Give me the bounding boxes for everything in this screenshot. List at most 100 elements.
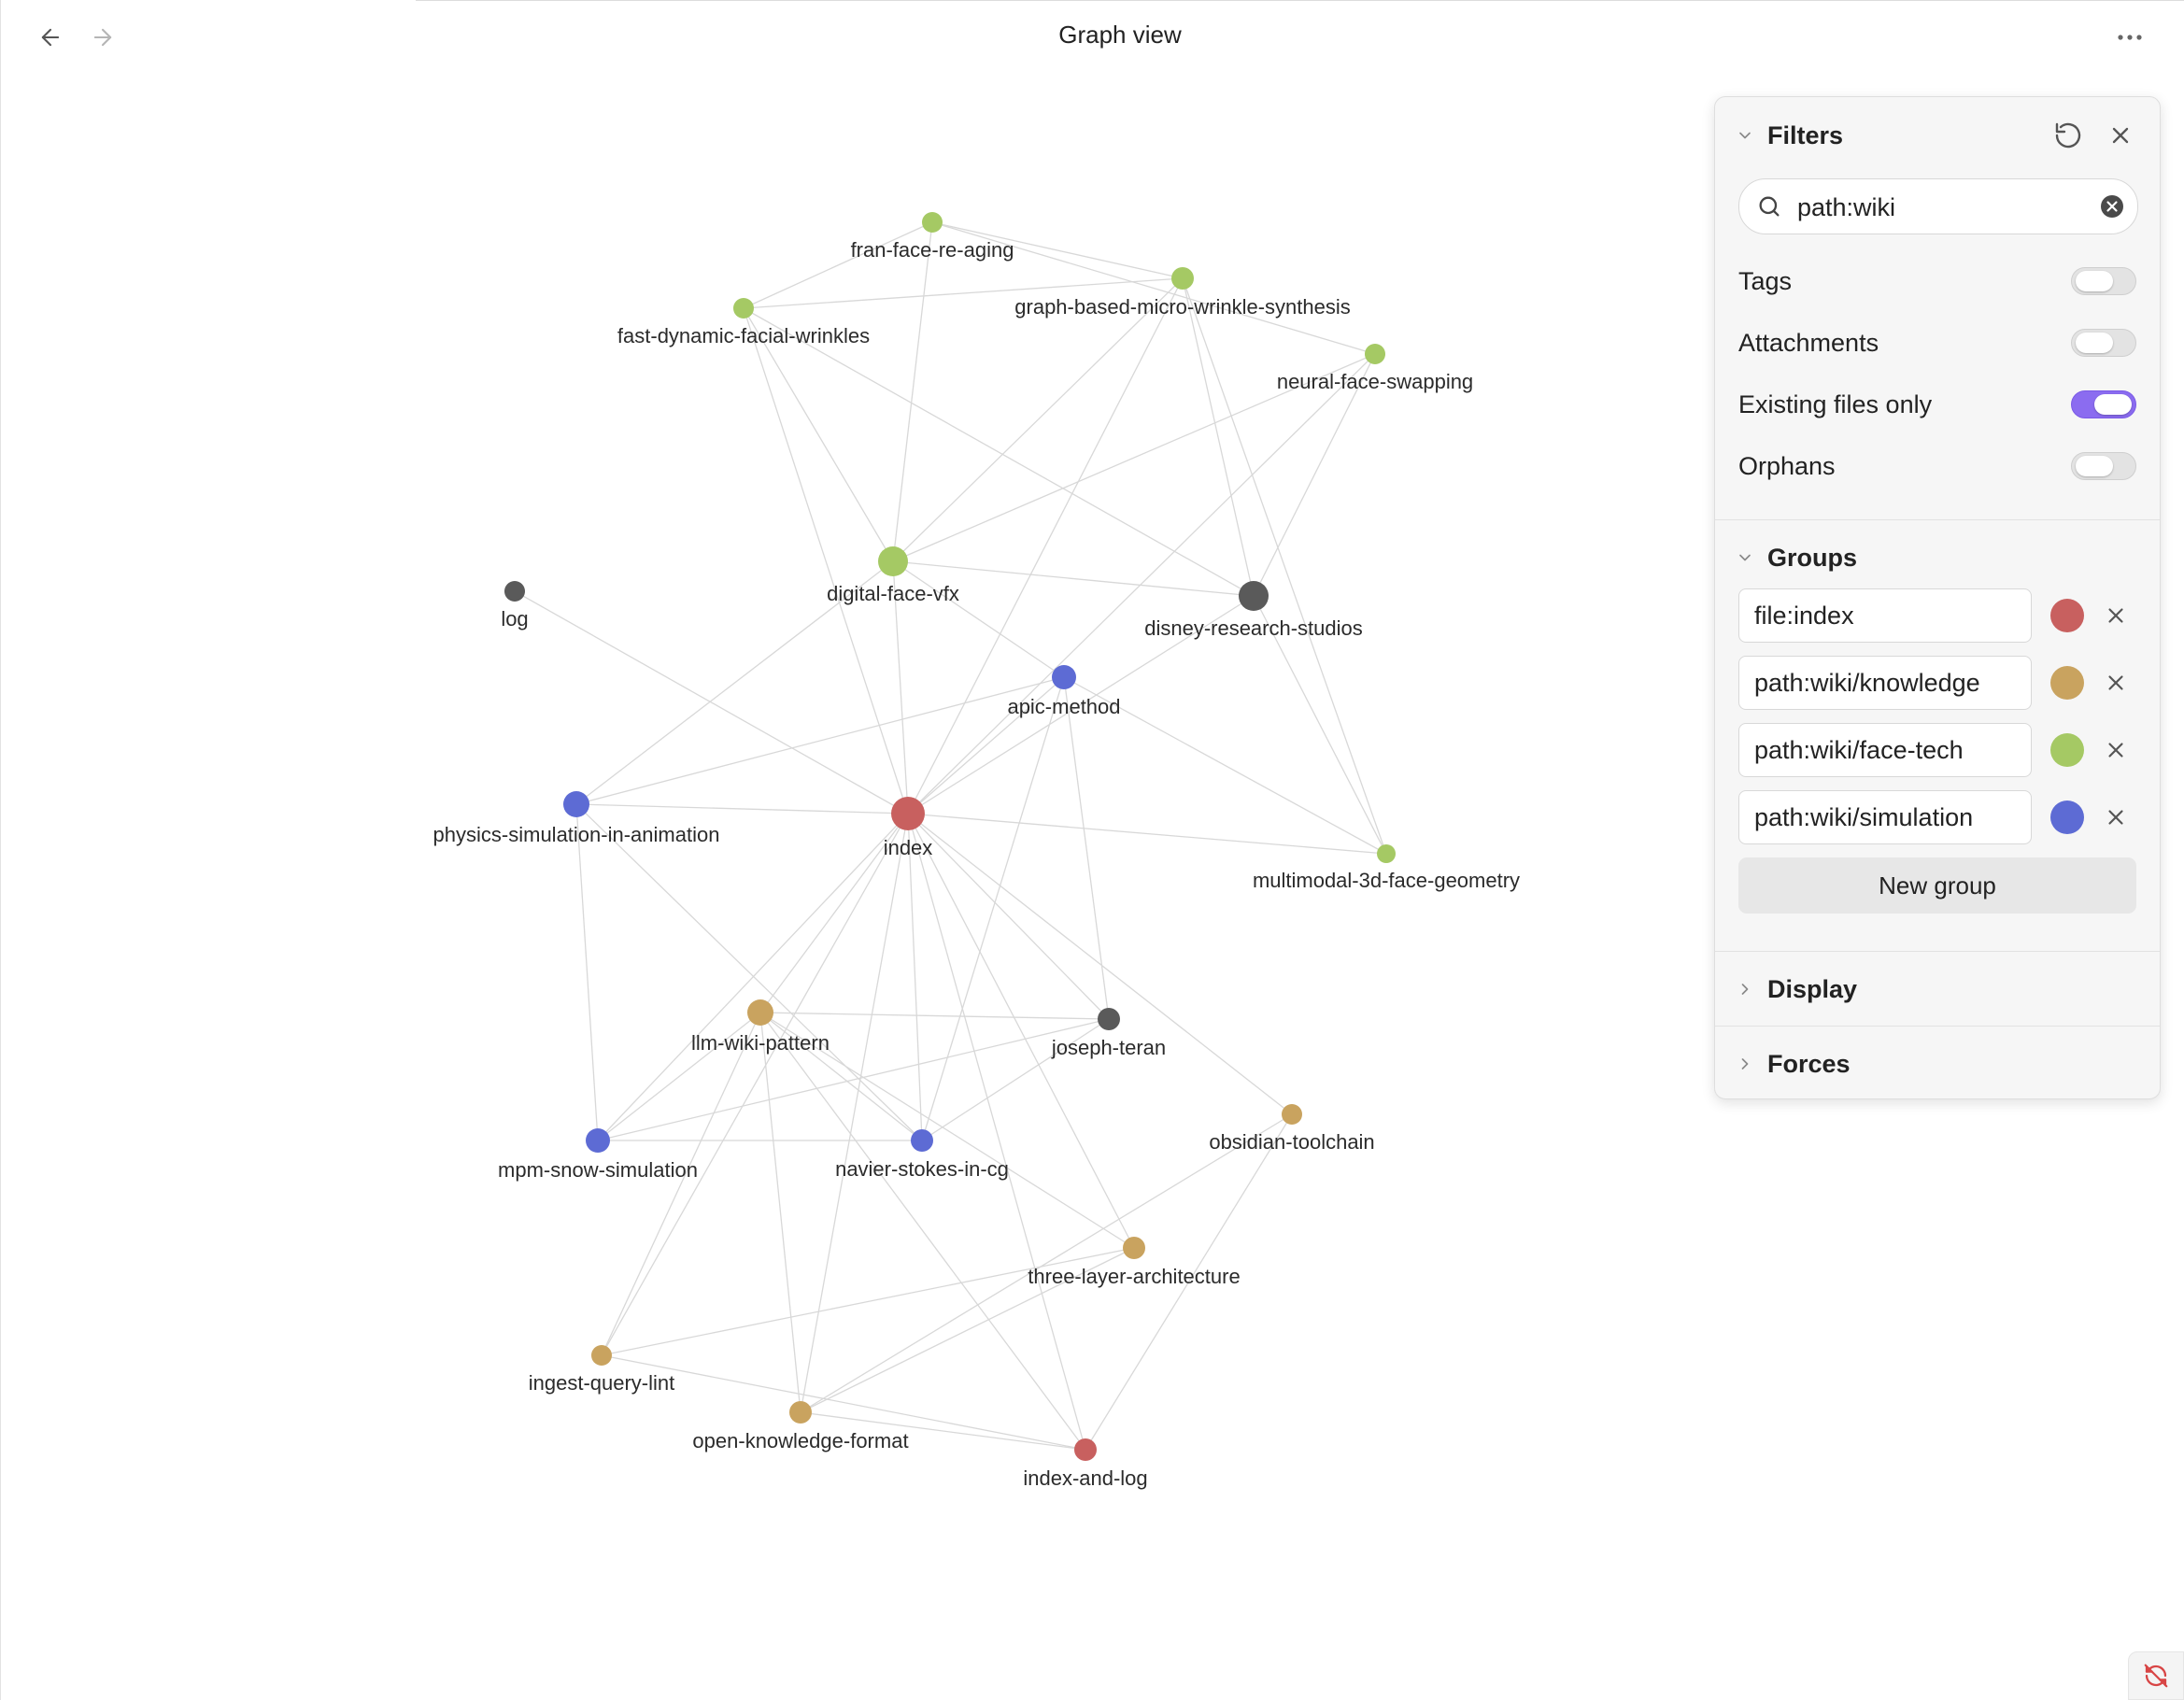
- graph-node-joseph-teran[interactable]: [1098, 1008, 1120, 1030]
- graph-node-index-and-log[interactable]: [1074, 1438, 1097, 1461]
- graph-edge: [597, 813, 909, 1141]
- graph-edge: [759, 813, 909, 1013]
- filter-search-input[interactable]: [1795, 188, 2079, 227]
- graph-node-label[interactable]: neural-face-swapping: [1277, 370, 1473, 393]
- graph-node-disney-research-studios[interactable]: [1239, 581, 1269, 611]
- graph-node-label[interactable]: index: [884, 836, 933, 859]
- graph-edge: [907, 353, 1376, 815]
- page-title: Graph view: [1058, 21, 1182, 49]
- graph-node-label[interactable]: index-and-log: [1023, 1466, 1147, 1490]
- forces-section-header[interactable]: Forces: [1715, 1043, 2160, 1084]
- graph-node-apic-method[interactable]: [1052, 665, 1076, 689]
- close-icon: [2108, 675, 2123, 690]
- graph-node-label[interactable]: fran-face-re-aging: [851, 238, 1014, 262]
- group-color-swatch[interactable]: [2050, 599, 2084, 632]
- graph-node-label[interactable]: open-knowledge-format: [692, 1429, 908, 1452]
- group-query-input[interactable]: [1738, 588, 2032, 643]
- graph-node-label[interactable]: graph-based-micro-wrinkle-synthesis: [1014, 295, 1350, 319]
- close-panel-button[interactable]: [2102, 117, 2139, 154]
- group-query-input[interactable]: [1738, 723, 2032, 777]
- orphans-toggle[interactable]: [2071, 452, 2136, 480]
- graph-edge: [921, 1018, 1110, 1141]
- toggle-label-existing-files: Existing files only: [1738, 390, 1933, 418]
- graph-node-label[interactable]: navier-stokes-in-cg: [835, 1157, 1009, 1181]
- new-group-button[interactable]: New group: [1738, 857, 2136, 914]
- graph-node-label[interactable]: joseph-teran: [1051, 1036, 1166, 1059]
- graph-node-multimodal-3d-face-geometry[interactable]: [1377, 844, 1396, 863]
- graph-edge: [907, 813, 1110, 1020]
- graph-edge: [575, 803, 923, 1141]
- graph-node-fast-dynamic-facial-wrinkles[interactable]: [733, 298, 754, 319]
- graph-node-three-layer-architecture[interactable]: [1123, 1237, 1145, 1259]
- toggle-knob: [2076, 271, 2113, 291]
- attachments-toggle[interactable]: [2071, 329, 2136, 357]
- graph-node-llm-wiki-pattern[interactable]: [747, 999, 773, 1026]
- graph-node-label[interactable]: obsidian-toolchain: [1209, 1130, 1374, 1154]
- filters-section-header[interactable]: Filters: [1715, 115, 2160, 156]
- graph-node-label[interactable]: log: [501, 607, 528, 630]
- clear-search-button[interactable]: [2100, 194, 2124, 219]
- display-section-header[interactable]: Display: [1715, 969, 2160, 1010]
- graph-node-label[interactable]: apic-method: [1007, 695, 1120, 718]
- remove-group-button[interactable]: [2097, 799, 2134, 836]
- graph-node-physics-simulation-in-animation[interactable]: [563, 791, 589, 817]
- sync-status-button[interactable]: [2128, 1651, 2184, 1700]
- tags-toggle[interactable]: [2071, 267, 2136, 295]
- graph-node-digital-face-vfx[interactable]: [878, 546, 908, 576]
- graph-edge: [892, 560, 1065, 678]
- graph-node-navier-stokes-in-cg[interactable]: [911, 1129, 933, 1152]
- graph-node-label[interactable]: three-layer-architecture: [1028, 1265, 1240, 1288]
- graph-node-neural-face-swapping[interactable]: [1365, 344, 1385, 364]
- window-left-edge: [0, 0, 1, 1700]
- graph-node-mpm-snow-simulation[interactable]: [586, 1128, 610, 1153]
- graph-edge: [907, 277, 1184, 815]
- graph-node-label[interactable]: physics-simulation-in-animation: [433, 823, 720, 846]
- group-query-input[interactable]: [1738, 790, 2032, 844]
- graph-edge: [907, 813, 923, 1141]
- graph-node-open-knowledge-format[interactable]: [789, 1401, 812, 1424]
- graph-node-label[interactable]: llm-wiki-pattern: [691, 1031, 830, 1055]
- group-query-input[interactable]: [1738, 656, 2032, 710]
- existing-files-only-toggle[interactable]: [2071, 390, 2136, 418]
- graph-node-obsidian-toolchain[interactable]: [1282, 1104, 1302, 1125]
- toggle-label-tags: Tags: [1738, 267, 1793, 295]
- graph-node-fran-face-re-aging[interactable]: [922, 212, 943, 233]
- graph-node-label[interactable]: ingest-query-lint: [529, 1371, 675, 1395]
- graph-node-label[interactable]: digital-face-vfx: [827, 582, 959, 605]
- group-color-swatch[interactable]: [2050, 800, 2084, 834]
- graph-settings-panel: Filters Tags Attachments Existing files …: [1714, 96, 2161, 1099]
- graph-edge: [743, 307, 894, 562]
- graph-edge: [931, 221, 1184, 279]
- graph-edge: [907, 813, 1387, 855]
- groups-section-header[interactable]: Groups: [1715, 537, 2160, 578]
- more-options-button[interactable]: [2109, 19, 2150, 56]
- filters-title: Filters: [1767, 120, 1844, 149]
- graph-node-index[interactable]: [891, 797, 925, 830]
- remove-group-button[interactable]: [2097, 597, 2134, 634]
- graph-canvas[interactable]: fran-face-re-aging graph-based-micro-wrin…: [0, 0, 1681, 1700]
- graph-node-graph-based-micro-wrinkle-synthesis[interactable]: [1171, 267, 1194, 290]
- toggle-row-tags: Tags: [1738, 260, 2136, 301]
- graph-edge: [907, 676, 1065, 815]
- graph-nodes: fran-face-re-aging graph-based-micro-wrin…: [433, 212, 1520, 1490]
- back-button[interactable]: [32, 19, 69, 56]
- graph-edge: [907, 595, 1255, 815]
- remove-group-button[interactable]: [2097, 664, 2134, 701]
- graph-node-ingest-query-lint[interactable]: [591, 1345, 612, 1366]
- window-top-edge: [416, 0, 2184, 1]
- restore-default-button[interactable]: [2049, 117, 2087, 154]
- graph-edge: [800, 1247, 1135, 1413]
- group-row: [1738, 723, 2136, 779]
- group-color-swatch[interactable]: [2050, 666, 2084, 700]
- graph-edge: [1253, 595, 1387, 855]
- graph-node-label[interactable]: multimodal-3d-face-geometry: [1253, 869, 1520, 892]
- graph-node-label[interactable]: fast-dynamic-facial-wrinkles: [617, 324, 870, 347]
- graph-edge: [1085, 1113, 1293, 1451]
- group-color-swatch[interactable]: [2050, 733, 2084, 767]
- graph-edge: [743, 307, 909, 815]
- forward-button[interactable]: [84, 19, 121, 56]
- graph-node-label[interactable]: disney-research-studios: [1144, 616, 1363, 640]
- graph-node-label[interactable]: mpm-snow-simulation: [498, 1158, 698, 1182]
- graph-node-log[interactable]: [504, 581, 525, 602]
- remove-group-button[interactable]: [2097, 731, 2134, 769]
